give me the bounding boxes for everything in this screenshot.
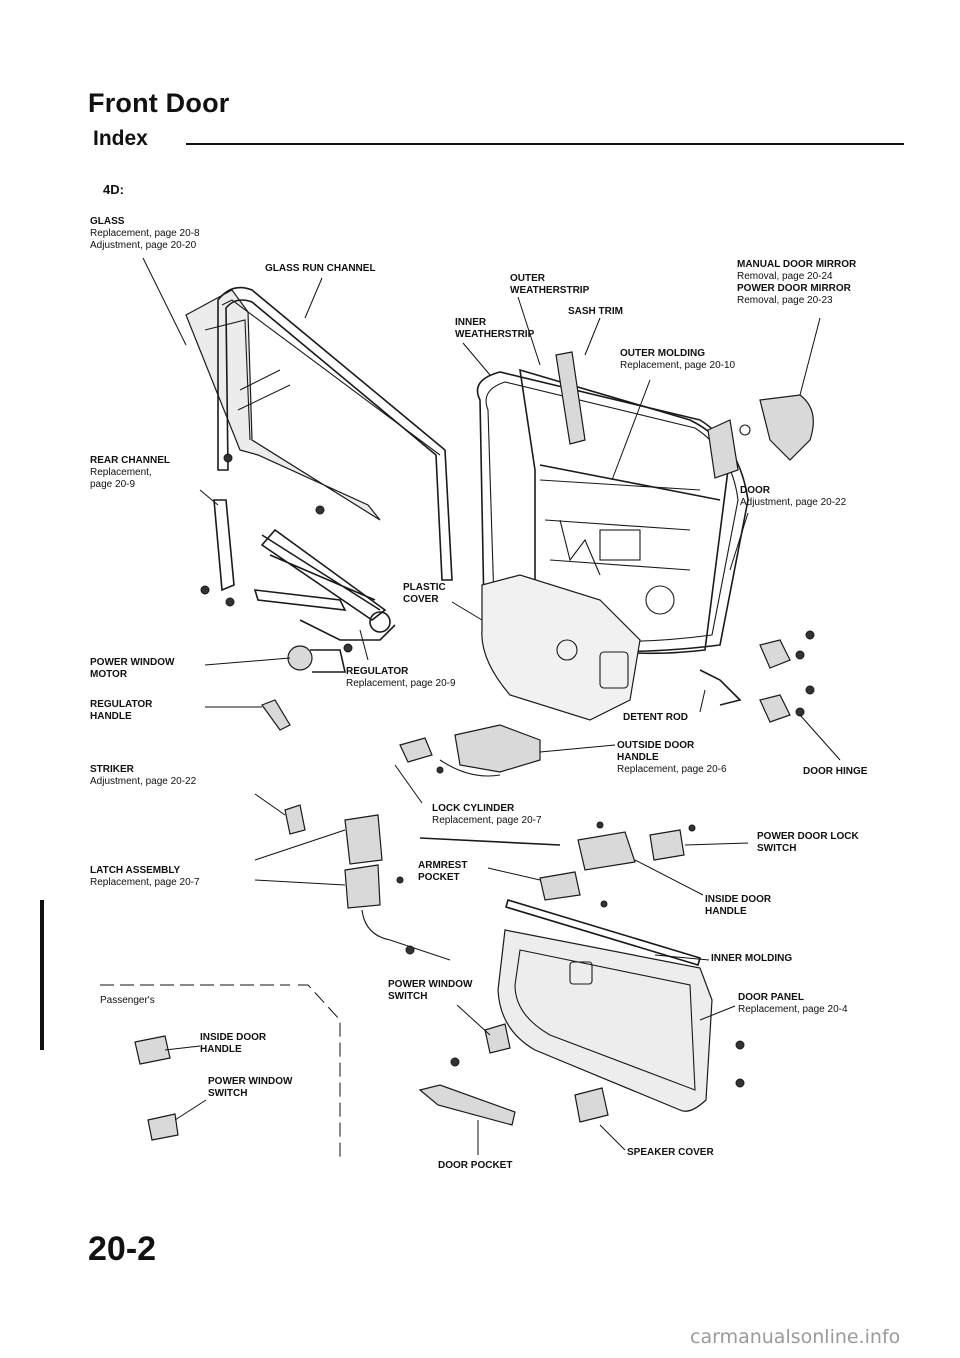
- outer-molding-part: [539, 464, 721, 501]
- label-inside-door-handle: INSIDE DOOR HANDLE: [705, 894, 772, 917]
- regulator-handle-part: [261, 699, 291, 731]
- label-power-door-lock-switch: POWER DOOR LOCK SWITCH: [757, 831, 859, 854]
- regulator-arms: [260, 528, 387, 621]
- label-striker: STRIKER Adjustment, page 20-22: [90, 764, 197, 787]
- glass-run-channel: [217, 286, 453, 581]
- latch-assembly-part: [344, 814, 383, 865]
- label-passengers: Passenger's: [100, 995, 155, 1006]
- label-door-pocket: DOOR POCKET: [438, 1160, 513, 1171]
- label-glass-name: GLASS: [90, 216, 125, 227]
- label-regulator: REGULATOR Replacement, page 20-9: [346, 666, 456, 689]
- door-pocket-part: [418, 1084, 516, 1126]
- label-armrest-pocket: ARMREST POCKET: [418, 860, 468, 883]
- speaker-cover-part: [574, 1087, 609, 1123]
- label-inner-molding: INNER MOLDING: [711, 953, 793, 964]
- label-lock-cylinder: LOCK CYLINDER Replacement, page 20-7: [432, 803, 542, 826]
- label-door-hinge: DOOR HINGE: [803, 766, 868, 777]
- plastic-cover-part: [481, 574, 641, 721]
- page-number: 20-2: [88, 1230, 157, 1268]
- door-mirror-part: [759, 394, 814, 461]
- label-door-mirror: MANUAL DOOR MIRROR Removal, page 20-24 P…: [737, 259, 857, 306]
- inner-molding-part: [505, 898, 701, 967]
- door-panel-part: [497, 929, 713, 1112]
- passenger-window-switch-part: [147, 1113, 179, 1141]
- label-outside-door-handle: OUTSIDE DOOR HANDLE Replacement, page 20…: [617, 740, 727, 775]
- passenger-inside-handle-part: [134, 1035, 171, 1065]
- label-glass-line1: Replacement, page 20-8: [90, 228, 200, 239]
- door-hinge-lower: [759, 694, 791, 723]
- label-passenger-power-window-switch: POWER WINDOW SWITCH: [208, 1076, 293, 1099]
- section-label: 4D:: [103, 182, 124, 197]
- label-latch-assembly: LATCH ASSEMBLY Replacement, page 20-7: [90, 865, 200, 888]
- label-glass-run-channel: GLASS RUN CHANNEL: [265, 263, 376, 274]
- label-regulator-handle: REGULATOR HANDLE: [90, 699, 153, 722]
- label-glass: GLASS Replacement, page 20-8 Adjustment,…: [90, 216, 200, 252]
- title-rule: [186, 143, 904, 145]
- passenger-inset-frame: [100, 984, 341, 1160]
- watermark: carmanualsonline.info: [690, 1326, 901, 1348]
- label-power-window-motor: POWER WINDOW MOTOR: [90, 657, 175, 680]
- lock-rod: [419, 837, 561, 846]
- outside-door-handle-part: [454, 724, 541, 773]
- label-plastic-cover: PLASTIC COVER: [403, 582, 446, 605]
- label-passenger-inside-door-handle: INSIDE DOOR HANDLE: [200, 1032, 267, 1055]
- label-detent-rod: DETENT ROD: [623, 712, 688, 723]
- rear-channel-part: [213, 499, 235, 592]
- label-speaker-cover: SPEAKER COVER: [627, 1147, 714, 1158]
- label-outer-molding: OUTER MOLDING Replacement, page 20-10: [620, 348, 736, 371]
- label-power-window-switch: POWER WINDOW SWITCH: [388, 979, 473, 1002]
- label-door: DOOR Adjustment, page 20-22: [740, 485, 847, 508]
- label-sash-trim: SASH TRIM: [568, 306, 623, 317]
- sash-trim-part: [555, 351, 586, 445]
- label-door-panel: DOOR PANEL Replacement, page 20-4: [738, 992, 848, 1015]
- striker-part: [284, 804, 306, 835]
- label-outer-weatherstrip: OUTER WEATHERSTRIP: [510, 273, 590, 296]
- inside-door-handle-part: [577, 831, 636, 871]
- door-hinge-upper: [759, 639, 791, 669]
- label-glass-line2: Adjustment, page 20-20: [90, 240, 197, 251]
- power-door-lock-switch-part: [649, 829, 685, 861]
- power-window-motor-part: [287, 645, 313, 671]
- page-title: Front Door: [88, 88, 230, 118]
- power-window-switch-part: [484, 1023, 511, 1054]
- label-inner-weatherstrip: INNER WEATHERSTRIP: [455, 317, 535, 340]
- margin-bar: [40, 900, 44, 1050]
- page-subtitle: Index: [93, 127, 148, 150]
- label-rear-channel: REAR CHANNEL Replacement, page 20-9: [90, 455, 170, 490]
- armrest-pocket-part: [539, 871, 581, 901]
- glass-pane: [185, 289, 381, 521]
- detent-rod-part: [699, 669, 742, 706]
